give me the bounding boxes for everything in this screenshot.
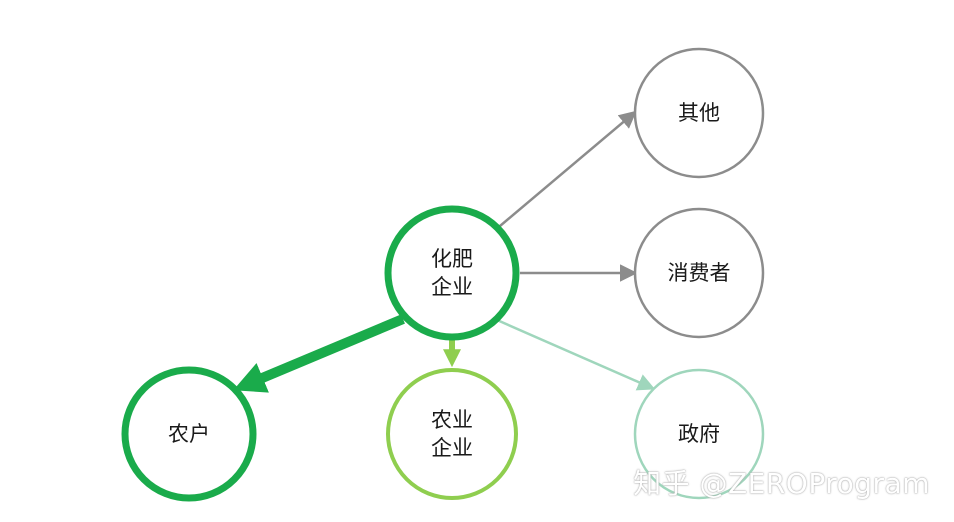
edge-center-to-farmer <box>233 314 405 393</box>
node-agri-enterprise-circle <box>386 368 518 500</box>
watermark: 知乎 @ZEROProgram <box>633 467 930 500</box>
node-government-label: 政府 <box>678 422 720 446</box>
node-consumer-circle <box>633 207 765 339</box>
node-center-label: 化肥 企业 <box>431 247 473 299</box>
node-consumer-label: 消费者 <box>667 261 731 285</box>
node-farmer-label: 农户 <box>168 422 210 446</box>
node-center-circle <box>384 205 520 341</box>
edge-center-to-government <box>496 318 656 391</box>
node-farmer-circle <box>121 366 257 502</box>
node-other-label: 其他 <box>678 101 720 125</box>
node-other-circle <box>633 47 765 179</box>
node-agri-enterprise-label: 农业 企业 <box>431 408 473 460</box>
edge-center-to-other <box>499 110 637 227</box>
node-government-circle <box>633 368 765 500</box>
